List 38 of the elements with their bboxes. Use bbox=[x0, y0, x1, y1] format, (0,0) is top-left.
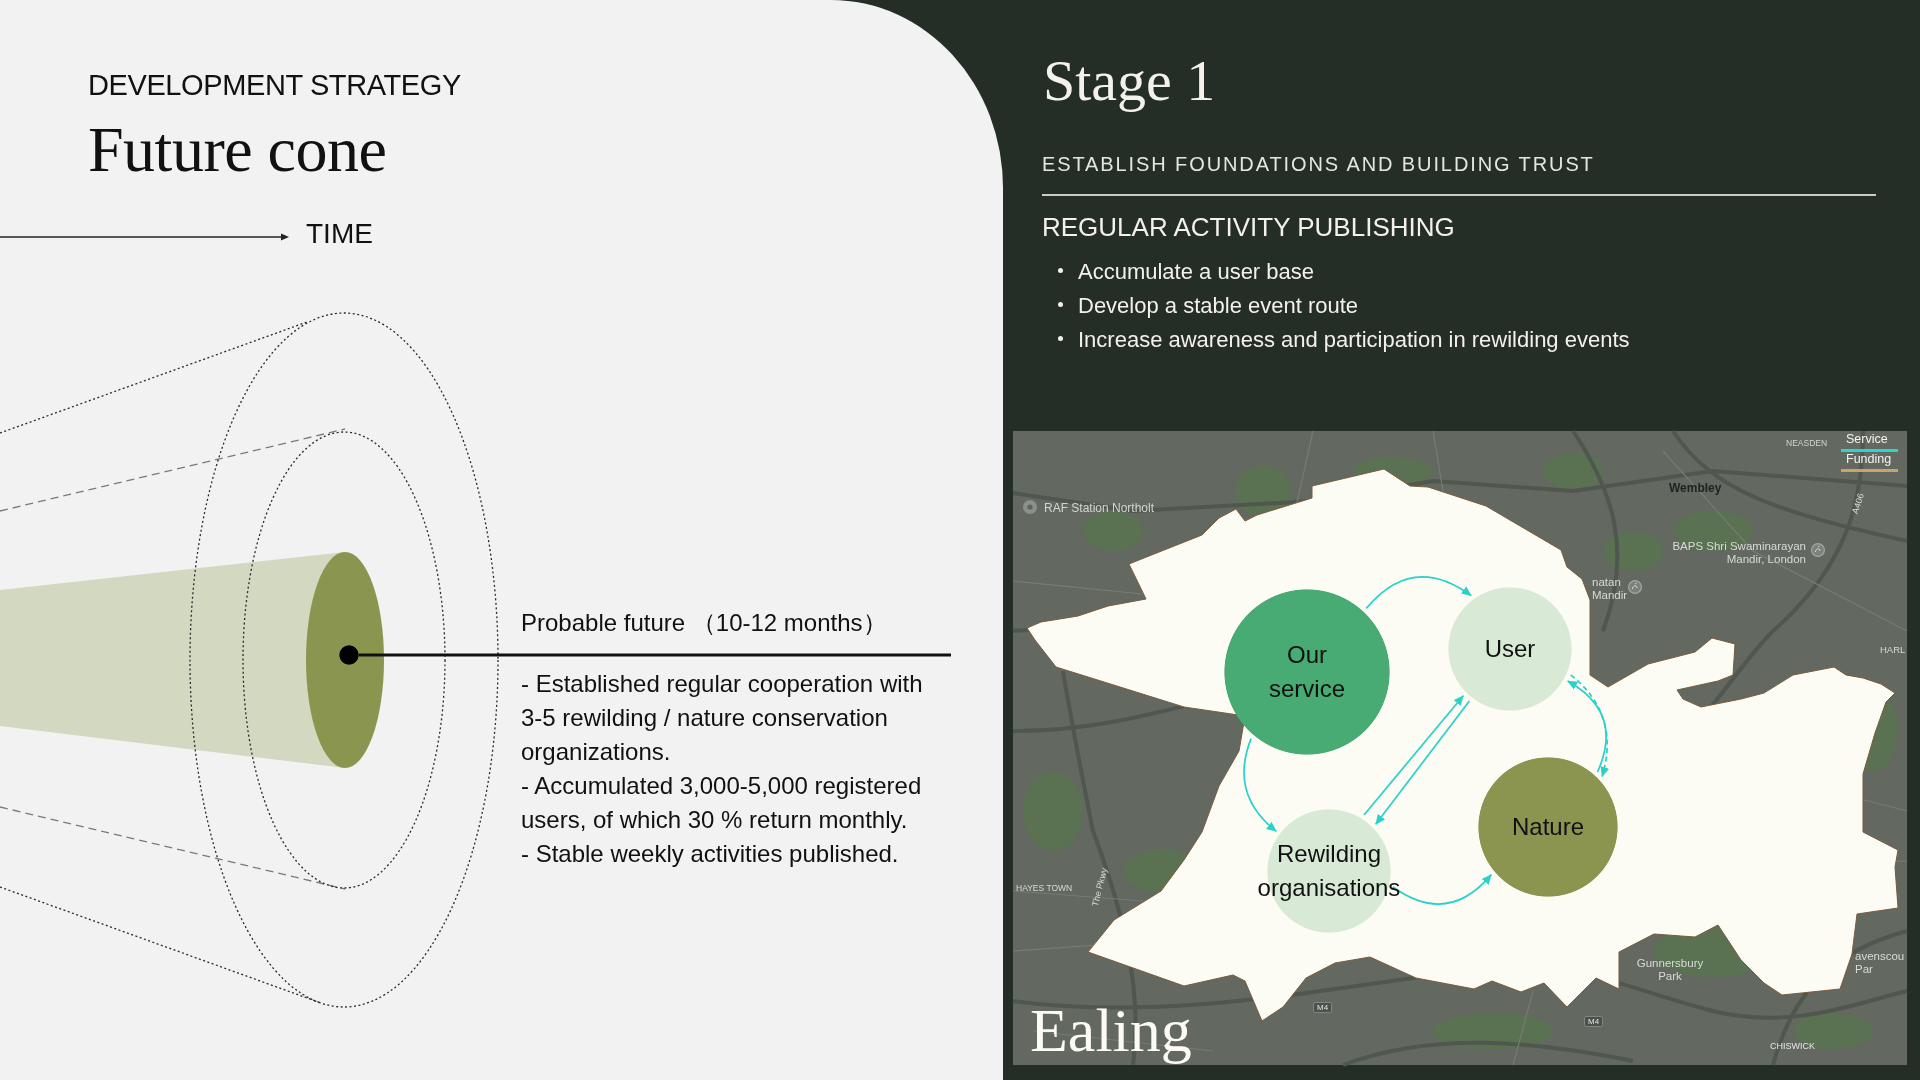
description-text: - Stable weekly activities published. bbox=[521, 839, 900, 869]
bullet-text: Increase awareness and participation in rewilding events bbox=[1078, 327, 1630, 353]
map-title: Ealing bbox=[1030, 995, 1192, 1066]
dashed-arrow bbox=[1569, 673, 1609, 778]
map-label: CHISWICK bbox=[1770, 1041, 1815, 1052]
subtitle: ESTABLISH FOUNDATIONS AND BUILDING TRUST bbox=[1042, 153, 1595, 176]
description-text: - Accumulated 3,000-5,000 registered users, of which 30 % return monthly. bbox=[521, 771, 923, 835]
description-text: - Established regular cooperation with 3-5 rewilding / nature conservation organizations. bbox=[521, 669, 924, 767]
map-label: HARL bbox=[1880, 645, 1906, 656]
section-label: DEVELOPMENT STRATEGY bbox=[88, 69, 461, 103]
map-label: HAYES TOWN bbox=[1016, 884, 1073, 894]
title: Future cone bbox=[88, 118, 387, 182]
map-label: Gunnersbury Park bbox=[1635, 957, 1705, 984]
map-label: avenscou Par bbox=[1855, 950, 1906, 977]
arrow bbox=[1566, 680, 1607, 773]
legend-label: Service bbox=[1846, 433, 1888, 447]
map-label: A406 bbox=[1850, 492, 1867, 516]
road-shield: M4 bbox=[1313, 1002, 1333, 1014]
map-label: natan Mandir bbox=[1592, 576, 1629, 603]
callout-heading: Probable future （10-12 months） bbox=[521, 610, 951, 655]
bullet-text: Accumulate a user base bbox=[1078, 259, 1315, 285]
bullet-text: Develop a stable event route bbox=[1078, 293, 1359, 319]
map-label: NEASDEN bbox=[1786, 439, 1828, 449]
map-label: RAF Station Northolt bbox=[1044, 502, 1155, 516]
legend-label: Funding bbox=[1846, 453, 1892, 467]
road-shield: M4 bbox=[1584, 1016, 1604, 1028]
map-label: The Pkwy bbox=[1090, 866, 1110, 908]
arrow bbox=[1365, 575, 1473, 610]
arrow bbox=[1243, 737, 1278, 833]
axis-label: TIME bbox=[306, 218, 373, 251]
leader-line bbox=[359, 653, 951, 657]
arrow bbox=[1374, 700, 1471, 826]
map-label: Wembley bbox=[1669, 482, 1722, 496]
section-heading: REGULAR ACTIVITY PUBLISHING bbox=[1042, 213, 1455, 243]
arrow bbox=[1363, 694, 1465, 816]
arrow bbox=[1392, 873, 1493, 905]
stage-heading: Stage 1 bbox=[1043, 48, 1216, 115]
map-label: BAPS Shri Swaminarayan Mandir, London bbox=[1671, 540, 1806, 567]
